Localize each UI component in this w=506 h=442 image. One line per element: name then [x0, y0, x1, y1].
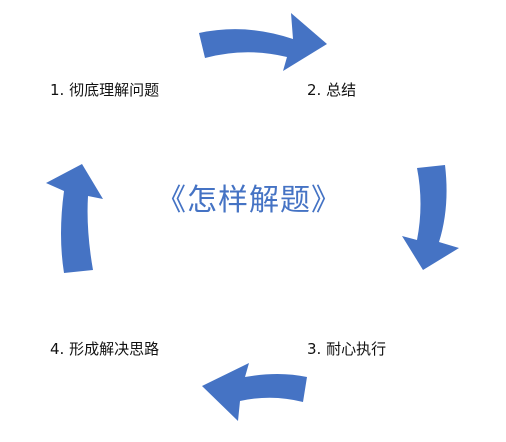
arrow-right — [402, 165, 459, 270]
arrow-top — [199, 13, 327, 71]
step-label-execute: 3. 耐心执行 — [307, 340, 387, 358]
step-label-understand: 1. 彻底理解问题 — [50, 81, 160, 99]
arrow-bottom — [202, 363, 307, 421]
arrow-left — [46, 164, 103, 273]
step-label-summarize: 2. 总结 — [307, 81, 357, 99]
step-label-plan: 4. 形成解决思路 — [50, 340, 160, 358]
diagram-title: 《怎样解题》 — [0, 186, 506, 216]
diagram-title-text: 《怎样解题》 — [156, 183, 342, 218]
